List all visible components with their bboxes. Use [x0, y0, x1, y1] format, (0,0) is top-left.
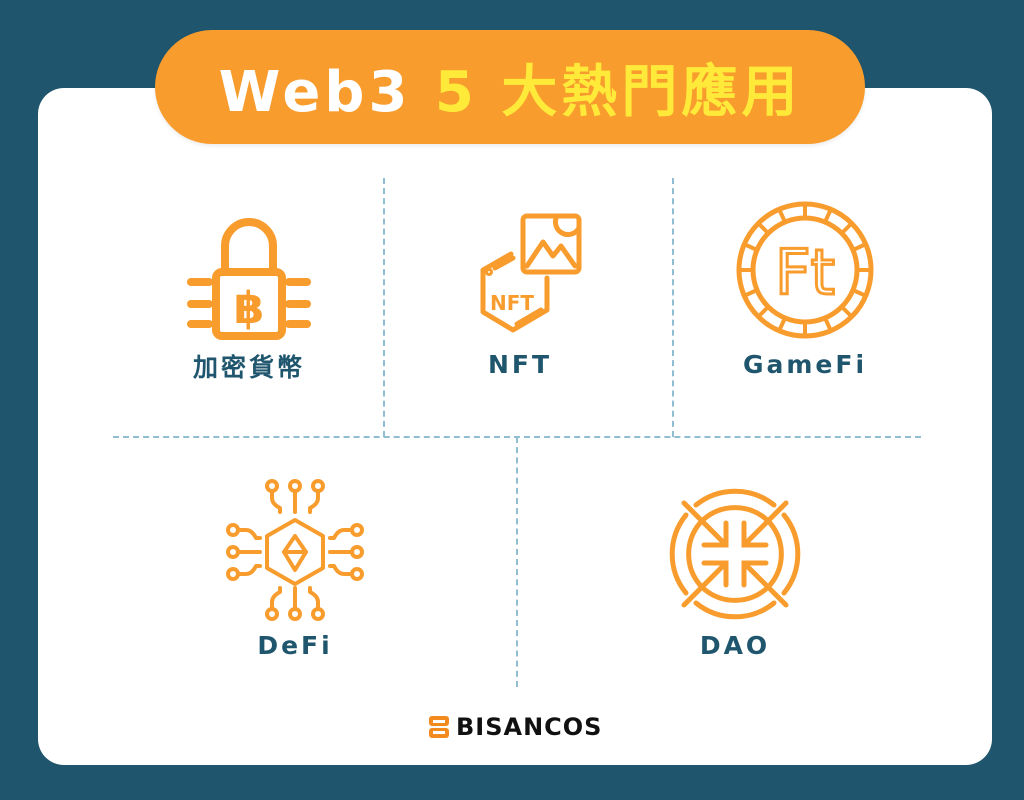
ethereum-circuit-icon [226, 479, 364, 621]
item-label: GameFi [742, 350, 868, 379]
divider-vertical-2 [672, 178, 674, 437]
item-gamefi: Ft GameFi [720, 198, 890, 379]
item-label: DeFi [257, 631, 333, 660]
page-title: Web3 5 大熱門應用 [219, 47, 802, 128]
item-dao: DAO [655, 485, 815, 660]
divider-vertical-1 [383, 178, 385, 437]
item-nft: NFT NFT [445, 212, 595, 379]
title-banner: Web3 5 大熱門應用 [155, 30, 865, 144]
content-card [38, 88, 992, 765]
nft-image-icon: NFT [480, 213, 582, 333]
item-crypto: ฿ 加密貨幣 [164, 210, 334, 384]
gamefi-coin-icon: Ft [736, 201, 874, 339]
dao-arrows-icon [669, 488, 801, 620]
brand-name: BISANCOS [456, 713, 603, 741]
svg-text:฿: ฿ [234, 283, 265, 334]
divider-vertical-3 [516, 437, 518, 687]
bitcoin-lock-icon: ฿ [187, 218, 311, 340]
brand-logo: BISANCOS [428, 713, 602, 741]
item-label: 加密貨幣 [192, 353, 305, 382]
title-web3: Web3 [218, 59, 412, 125]
item-defi: DeFi [215, 478, 375, 660]
bisancos-logo-icon [429, 716, 449, 738]
item-label: DAO [699, 631, 771, 660]
svg-text:NFT: NFT [490, 291, 534, 315]
item-label: NFT [487, 350, 553, 379]
title-subtitle: 5 大熱門應用 [434, 59, 802, 125]
svg-text:Ft: Ft [775, 236, 835, 309]
